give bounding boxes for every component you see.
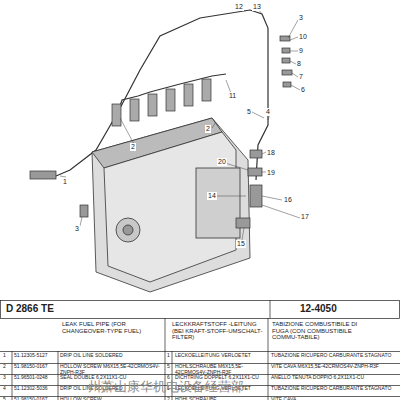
table-cell: 1 (3, 353, 13, 359)
callout-number: 20 (217, 158, 227, 166)
table-cell: HOLLOW SCREW (60, 397, 164, 400)
callout-number: 1 (62, 178, 68, 186)
table-cell: DRIP OIL LINE SOLDERED (60, 353, 164, 359)
watermark: 州萧山康华机电设备经营部 (88, 380, 244, 394)
table-cell: HOHLSCHRAUBE M6X15,5E-42CRMOS4V-ZNPH-R3F (175, 364, 267, 375)
table-cell: ANELLO TENUTA DOPPIO 6,2X11X1-CU (271, 375, 397, 381)
table-cell: LECKOELLEITUNG VERLOETET (175, 353, 267, 359)
table-cell: 5 (167, 364, 173, 370)
callout-number: 3 (74, 225, 80, 233)
injection-pump (92, 118, 250, 292)
callout-number: 9 (298, 47, 304, 55)
callout-number: 5 (246, 108, 252, 116)
table-cell: VITE CAVA (271, 397, 397, 400)
table-cell: 51.12302-5036 (14, 386, 58, 392)
table-cell: TUBAZIONE RICUPERO CARBURANTE STAGNATO (271, 386, 397, 392)
callout-number: 19 (266, 169, 276, 177)
column-heading: LEAK FUEL PIPE (FOR CHANGEOVER-TYPE FUEL… (62, 321, 162, 334)
leader-lines (60, 9, 300, 240)
delivery-valves (112, 79, 211, 126)
callout-number: 16 (283, 196, 293, 204)
table-cell: 51.98150-0167 (14, 364, 58, 370)
table-cell: HOLLOW SCREW M6X15,5E-42CRMOS4V-ZNPH-R3F (60, 364, 164, 375)
column-heading: TABIZIONE COMBUSTIBILE DI FUGA (CON COMB… (272, 321, 372, 341)
callout-number: 3 (298, 14, 304, 22)
callout-number: 6 (300, 86, 306, 94)
table-cell: 3 (3, 375, 13, 381)
table-cell: 5 (3, 397, 13, 400)
table-grid (0, 300, 400, 400)
callout-number: 2 (205, 125, 211, 133)
callout-number: 11 (228, 92, 237, 100)
callout-number: 14 (207, 192, 217, 200)
table-cell: VITE CAVA M6X15,5E-42CRMOS4V-ZNPH-R3F (271, 364, 397, 370)
table-cell: 2 (3, 364, 13, 370)
table-cell: TUBAZIONE RICUPERO CARBURANTE STAGNATO (271, 353, 397, 359)
table-cell: 51.98150-0167 (14, 397, 58, 400)
table-cell: 51.12305-5127 (14, 353, 58, 359)
column-heading: LECKKRAFTSTOFF -LEITUNG (BEI KRAFT-STOFF… (172, 321, 266, 341)
callout-number: 2 (130, 143, 136, 151)
callout-number: 12 (234, 3, 244, 11)
callout-number: 8 (296, 60, 302, 68)
callout-number: 10 (298, 33, 308, 41)
nozzle (30, 171, 56, 179)
callout-number: 13 (252, 3, 262, 11)
table-cell: HOHLSCHRAUBE (175, 397, 267, 400)
callout-number: 17 (300, 213, 310, 221)
table-cell: 4 (3, 386, 13, 392)
callout-number: 15 (236, 240, 246, 248)
callout-number: 18 (266, 149, 276, 157)
callout-number: 4 (265, 108, 271, 116)
callout-number: 7 (298, 73, 304, 81)
fittings (30, 36, 292, 228)
model-number: D 2866 TE (6, 303, 54, 314)
table-cell: 51.96501-0248 (14, 375, 58, 381)
table-cell: 1 (167, 353, 173, 359)
page-number: 12-4050 (300, 303, 337, 314)
table-cell: 2 (167, 397, 173, 400)
